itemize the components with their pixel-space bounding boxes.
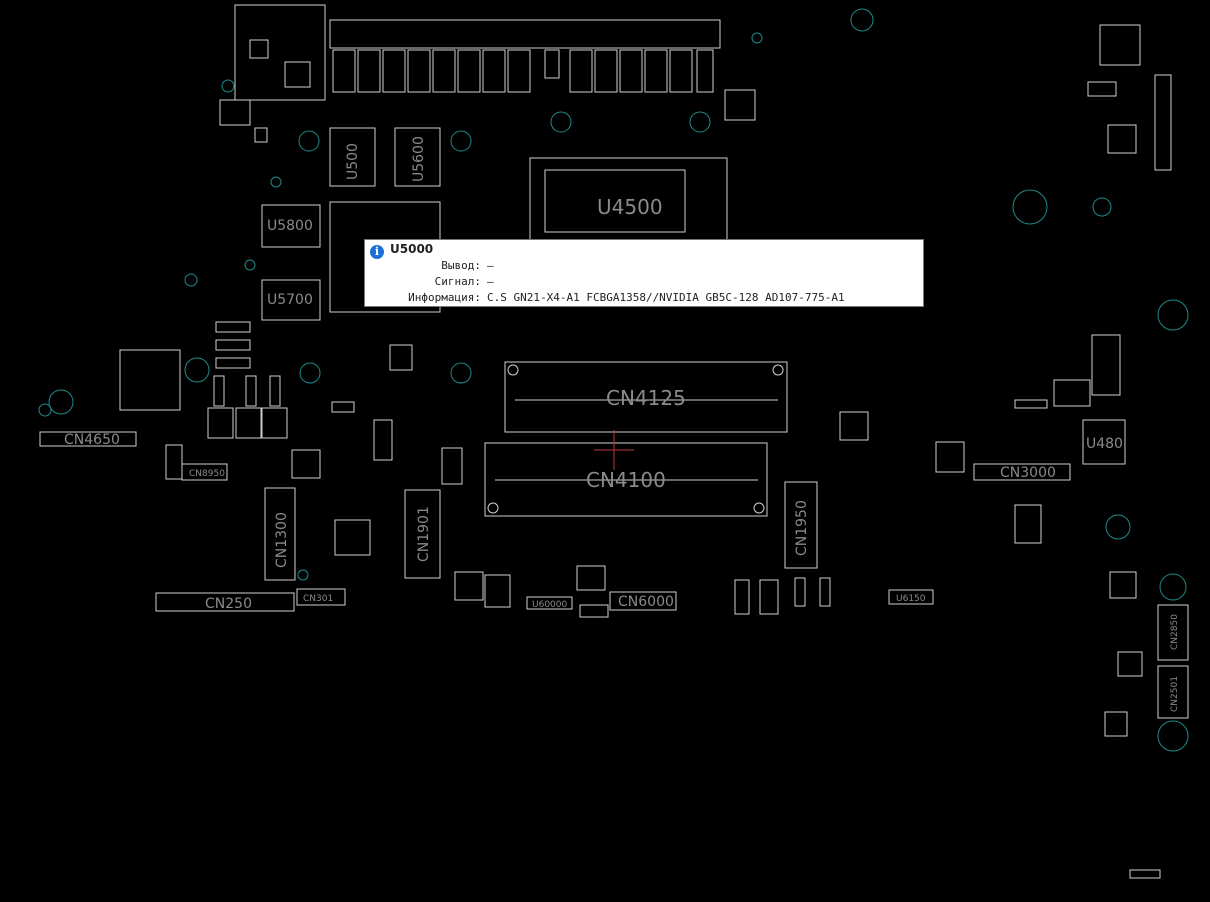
u60000-chip[interactable]: U60000 — [526, 596, 573, 610]
cn1950-connector[interactable]: CN1950 — [784, 481, 818, 569]
cn1300-label: CN1300 — [274, 512, 290, 568]
cn4650-label: CN4650 — [64, 432, 120, 448]
u6150-chip[interactable]: U6150 — [888, 589, 934, 605]
tooltip-row-info: Информация: C.S GN21-X4-A1 FCBGA1358//NVI… — [365, 291, 845, 306]
cn4125-connector[interactable]: CN4125 — [504, 361, 788, 433]
tooltip-value: C.S GN21-X4-A1 FCBGA1358//NVIDIA GB5C-12… — [487, 291, 845, 304]
cn301-connector[interactable]: CN301 — [296, 588, 346, 606]
u5600-chip[interactable]: U5600 — [394, 127, 441, 187]
cn2501-label: CN2501 — [1170, 676, 1180, 712]
tooltip-key: Вывод: — [441, 259, 481, 272]
u5800-chip[interactable]: U5800 — [261, 204, 321, 248]
tooltip-row-pin: Вывод: — — [365, 259, 494, 274]
info-icon: i — [370, 245, 384, 259]
u5700-chip[interactable]: U5700 — [261, 279, 321, 321]
u480-label: U480 — [1086, 436, 1123, 452]
cn250-connector[interactable]: CN250 — [155, 592, 295, 612]
cn8950-connector[interactable]: CN8950 — [181, 463, 228, 481]
cn301-label: CN301 — [303, 594, 333, 604]
tooltip-value: — — [487, 259, 494, 272]
u500-label: U500 — [345, 143, 361, 180]
u5600-label: U5600 — [411, 136, 427, 182]
u480-chip[interactable]: U480 — [1082, 419, 1126, 465]
cn3000-connector[interactable]: CN3000 — [973, 463, 1071, 481]
small-components — [119, 321, 1161, 879]
cn4650-connector[interactable]: CN4650 — [39, 431, 137, 448]
tooltip-value: — — [487, 275, 494, 288]
cn8950-label: CN8950 — [189, 469, 225, 479]
cn1300-connector[interactable]: CN1300 — [264, 487, 296, 581]
u4500-label: U4500 — [597, 195, 663, 219]
cn2850-label: CN2850 — [1170, 614, 1180, 650]
top-row-components — [329, 19, 756, 121]
u5700-label: U5700 — [267, 292, 313, 308]
tooltip-title: U5000 — [390, 242, 434, 256]
cn3000-label: CN3000 — [1000, 465, 1056, 481]
component-info-tooltip: i U5000 Вывод: — Сигнал: — Информация: C.S … — [364, 239, 924, 307]
right-top-cluster — [1014, 24, 1172, 409]
cn4100-connector[interactable]: CN4100 — [484, 442, 768, 517]
via-circles — [38, 8, 1189, 752]
cn250-label: CN250 — [205, 596, 252, 612]
cursor-crosshair — [594, 430, 634, 470]
cn6000-connector[interactable]: CN6000 — [609, 591, 677, 611]
cn6000-label: CN6000 — [618, 594, 674, 610]
u4500-chip[interactable]: U4500 — [529, 157, 728, 241]
u500-chip[interactable]: U500 — [329, 127, 376, 187]
cn4125-label: CN4125 — [606, 386, 686, 410]
u5800-label: U5800 — [267, 218, 313, 234]
cn1901-label: CN1901 — [416, 506, 432, 562]
tooltip-row-signal: Сигнал: — — [365, 275, 494, 290]
u6150-label: U6150 — [896, 594, 926, 604]
u60000-label: U60000 — [532, 600, 567, 610]
tooltip-key: Сигнал: — [434, 275, 481, 288]
tooltip-key: Информация: — [408, 291, 481, 304]
cn1901-connector[interactable]: CN1901 — [404, 489, 441, 579]
cn2850-connector[interactable]: CN2850 — [1157, 604, 1189, 661]
top-left-cluster — [219, 4, 326, 143]
cn2501-connector[interactable]: CN2501 — [1157, 665, 1189, 719]
cn4100-label: CN4100 — [586, 468, 666, 492]
cn1950-label: CN1950 — [794, 500, 810, 556]
